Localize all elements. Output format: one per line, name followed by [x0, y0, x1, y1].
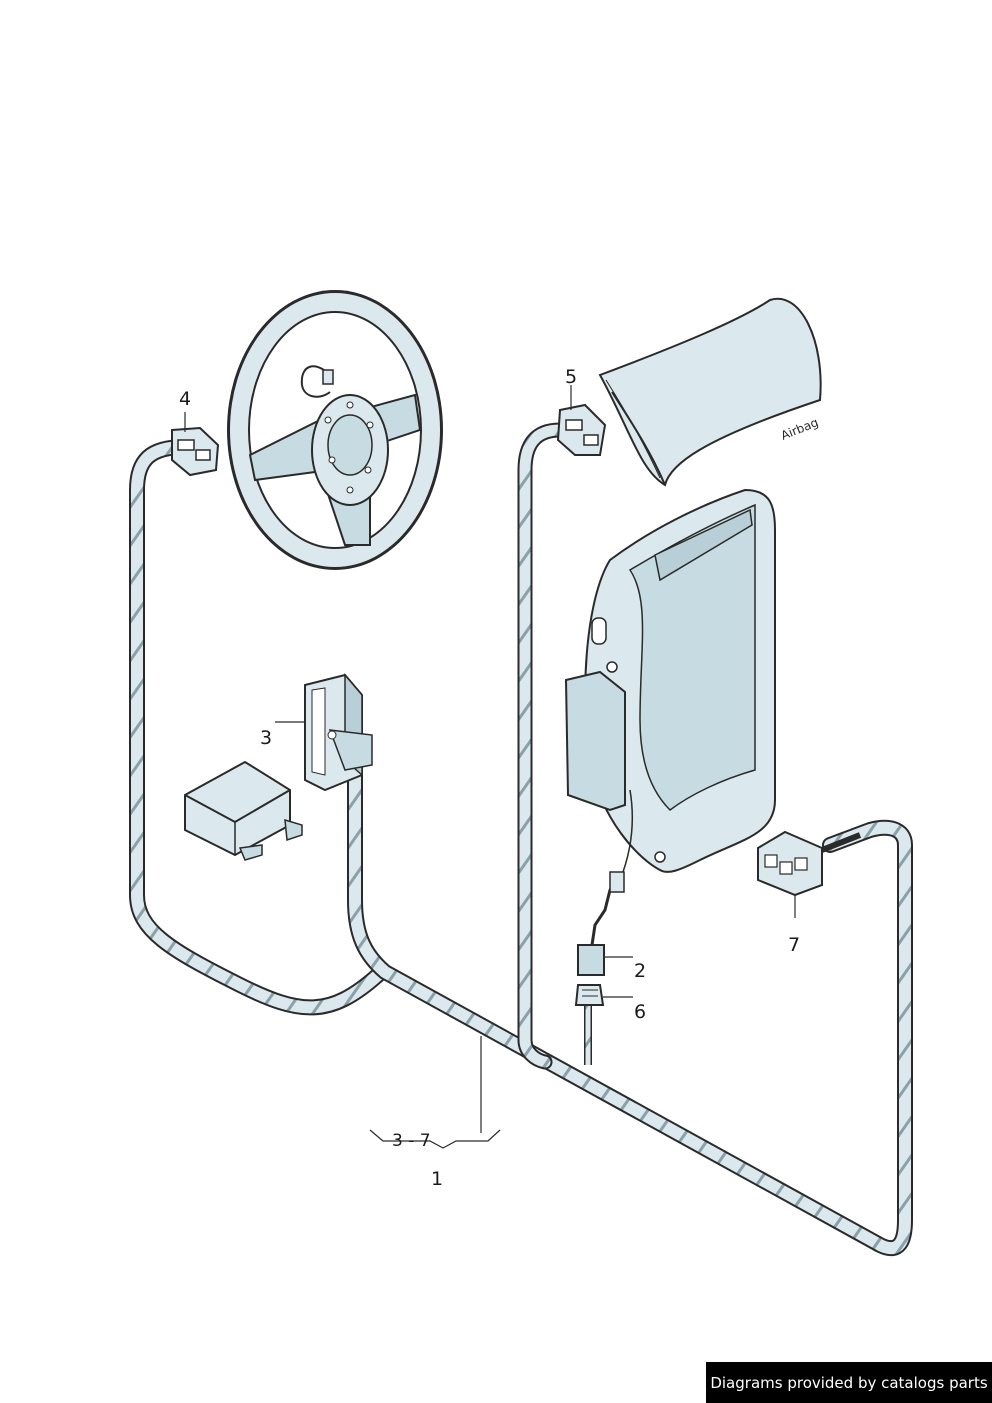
control-unit-3	[304, 672, 373, 792]
callout-5: 5	[565, 366, 578, 388]
leader-lines	[184, 385, 796, 1149]
callout-1: 1	[431, 1168, 444, 1190]
plug-6	[574, 984, 605, 1006]
callout-4: 4	[179, 388, 192, 410]
seat-backrest	[564, 488, 776, 881]
connector-4	[171, 426, 220, 477]
callout-7: 7	[788, 934, 801, 956]
sensor-box	[184, 760, 303, 861]
connector-2	[577, 871, 625, 976]
airbag-module: Airbag	[598, 297, 822, 487]
callout-2: 2	[634, 960, 647, 982]
connector-7	[757, 830, 862, 897]
steering-wheel	[227, 290, 443, 570]
callout-3: 3	[260, 727, 273, 749]
airbag-label: Airbag	[779, 415, 820, 443]
connector-5	[556, 403, 607, 456]
credit-banner: Diagrams provided by catalogs parts	[706, 1362, 992, 1403]
wiring-harness	[129, 422, 913, 1257]
callout-6: 6	[634, 1001, 647, 1023]
callout-range: 3 - 7	[392, 1131, 431, 1151]
